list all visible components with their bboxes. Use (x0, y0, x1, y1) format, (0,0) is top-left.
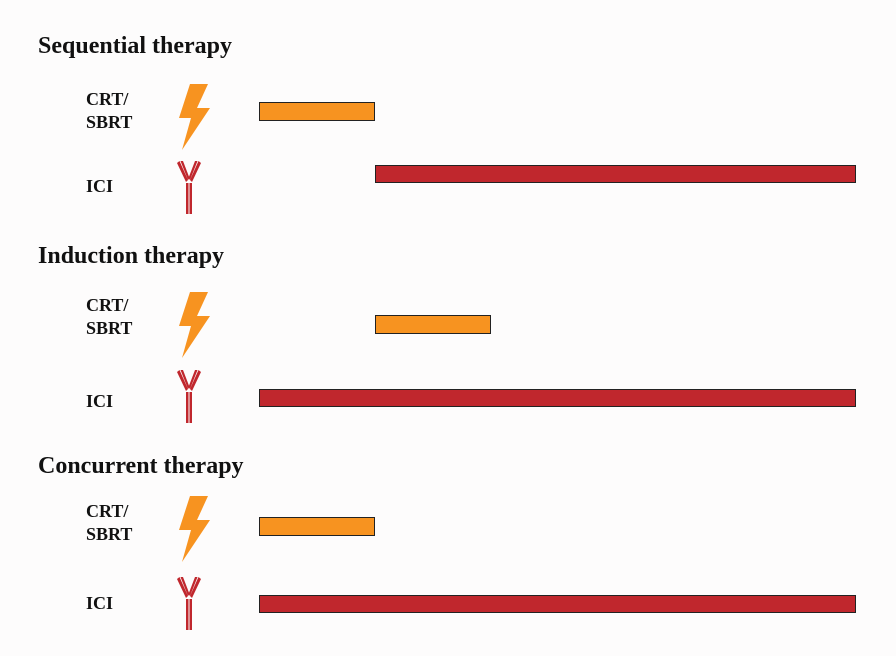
timeline-bar (375, 165, 857, 183)
antibody-icon (177, 577, 201, 630)
timeline-bar (375, 315, 491, 334)
lightning-bolt-icon (179, 496, 210, 562)
row-label-line1: CRT/ (86, 89, 129, 109)
row-label-ici: ICI (86, 390, 113, 413)
row-label-line1: ICI (86, 176, 114, 196)
antibody-icon (177, 161, 201, 214)
section-title-sequential: Sequential therapy (38, 33, 233, 59)
timeline-bar (259, 102, 375, 121)
row-label-crt-sbrt: CRT/ SBRT (86, 500, 132, 545)
antibody-icon (177, 370, 201, 423)
section-title-induction: Induction therapy (38, 243, 225, 269)
lightning-bolt-icon (179, 84, 210, 150)
row-label-line1: ICI (86, 391, 114, 411)
row-label-line1: CRT/ (86, 501, 129, 521)
timeline-bar (259, 595, 857, 613)
row-label-ici: ICI (86, 175, 113, 198)
row-label-line2: SBRT (86, 317, 133, 338)
row-label-line1: ICI (86, 593, 114, 613)
row-label-ici: ICI (86, 592, 113, 615)
row-label-line2: SBRT (86, 523, 133, 544)
lightning-bolt-icon (179, 292, 210, 358)
row-label-line1: CRT/ (86, 295, 129, 315)
timeline-bar (259, 389, 857, 407)
row-label-crt-sbrt: CRT/ SBRT (86, 294, 132, 339)
row-label-crt-sbrt: CRT/ SBRT (86, 88, 132, 133)
row-label-line2: SBRT (86, 111, 133, 132)
timeline-bar (259, 517, 375, 536)
section-title-concurrent: Concurrent therapy (38, 453, 244, 479)
